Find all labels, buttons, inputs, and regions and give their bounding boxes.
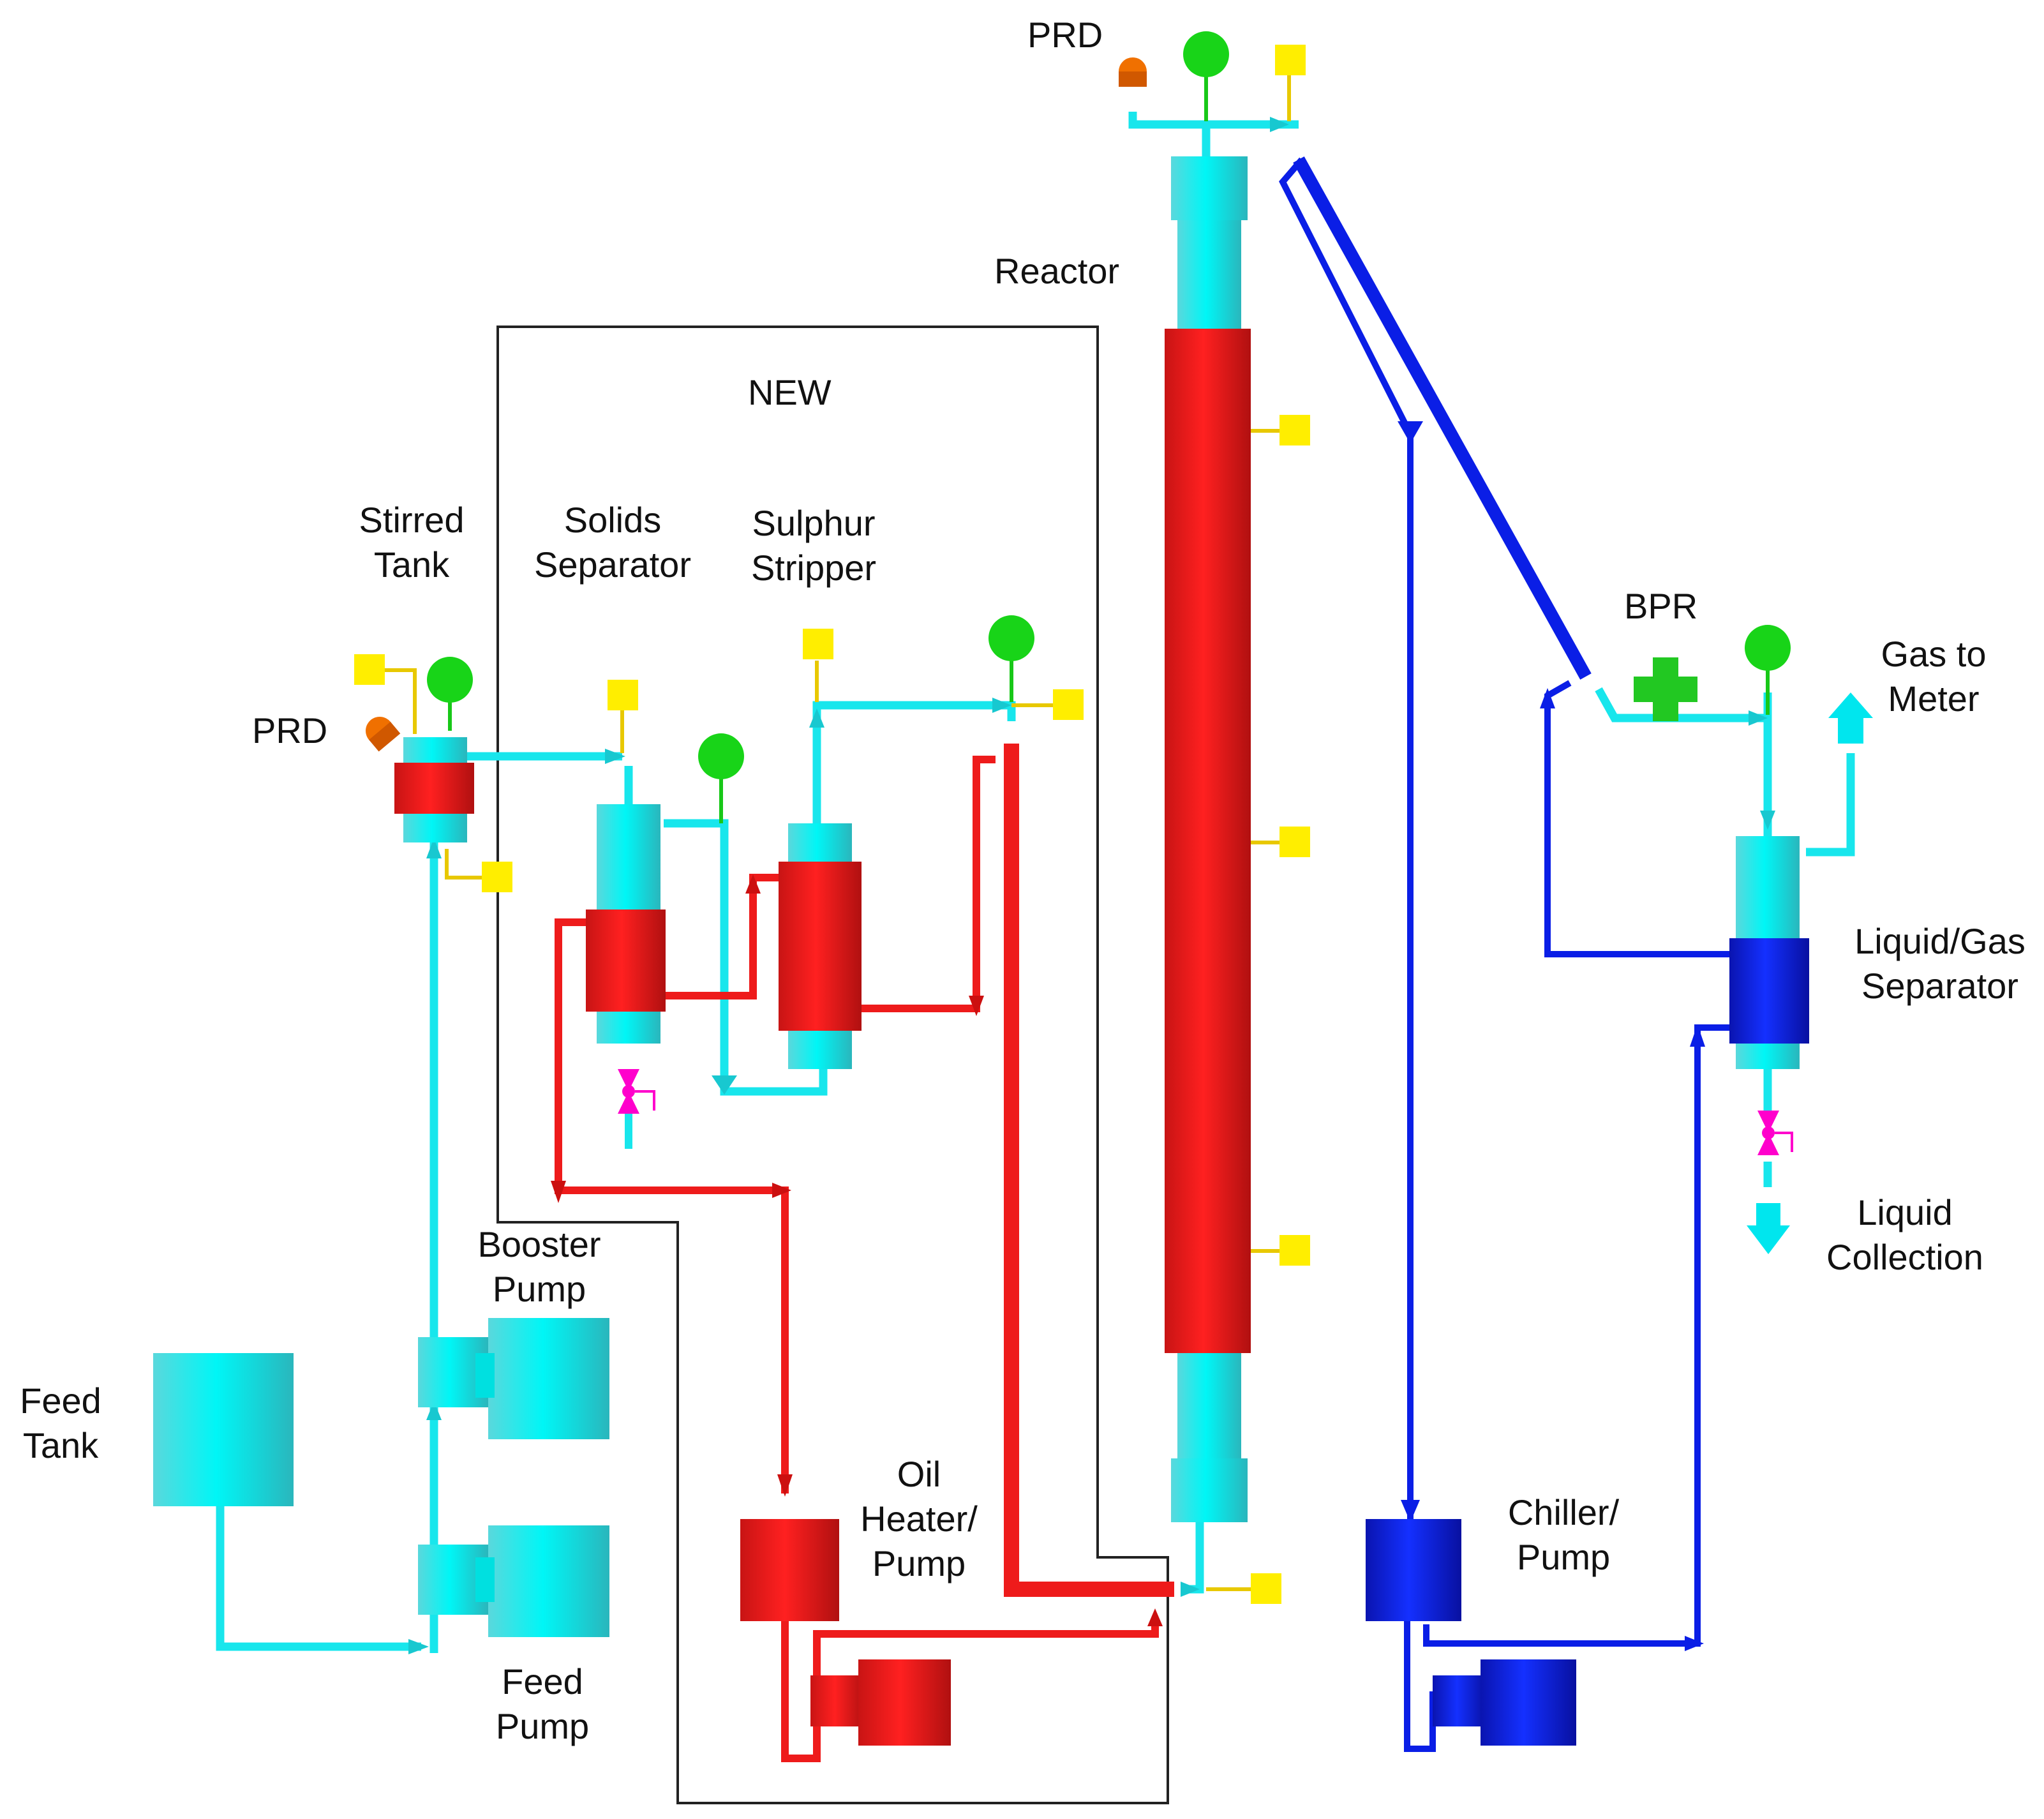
flow-arrow-icon	[745, 874, 761, 894]
flow-arrow-icon	[1181, 1582, 1200, 1597]
prd-icon	[366, 717, 401, 752]
pressure-gauge-icon	[698, 733, 744, 779]
sensor-icon	[608, 680, 638, 710]
feed-pump	[418, 1525, 609, 1637]
flow-arrow-icon	[1690, 1024, 1705, 1047]
sensor-icon	[1279, 1235, 1310, 1266]
solids-separator	[586, 804, 666, 1044]
flow-arrow-icon	[992, 698, 1011, 713]
gas-outlet-arrow-icon	[1828, 692, 1873, 744]
flow-arrow-icon	[1270, 117, 1289, 132]
flow-arrow-icon	[426, 838, 442, 858]
flow-arrow-icon	[969, 996, 984, 1016]
hot-oil-main-line	[1004, 744, 1174, 1597]
oil-pump	[810, 1659, 951, 1746]
prd-top-label: PRD	[1027, 15, 1103, 55]
sensor-icon	[354, 654, 385, 685]
sensor-icon	[1279, 415, 1310, 445]
flow-arrow-icon	[809, 708, 824, 728]
flow-arrow-icon	[605, 749, 625, 764]
flow-arrow-icon	[1760, 811, 1775, 830]
reactor-label: Reactor	[994, 251, 1120, 291]
sensor-icon	[803, 629, 833, 659]
sensor-icon	[1251, 1573, 1281, 1604]
chiller	[1366, 1519, 1461, 1621]
gauge-stems	[448, 70, 1770, 823]
flow-arrow-icon	[712, 1075, 737, 1095]
prd-icon	[1119, 57, 1147, 87]
hot-oil-arrows	[551, 874, 1163, 1626]
flow-arrow-icon	[1540, 688, 1555, 708]
flow-arrow-icon	[426, 1401, 442, 1420]
drain-valve-icon	[618, 1069, 655, 1149]
flow-arrow-icon	[1398, 421, 1423, 444]
sensor-icon	[1275, 45, 1306, 75]
drain-valve-icon	[1757, 1111, 1793, 1155]
flow-arrow-icon	[772, 1183, 791, 1198]
flow-arrow-icon	[1147, 1608, 1163, 1626]
flow-arrow-icon	[551, 1181, 566, 1203]
sensor-icon	[1279, 827, 1310, 857]
flow-arrow-icon	[1401, 1500, 1420, 1522]
reactor	[1165, 156, 1251, 1522]
pressure-gauge-icon	[988, 615, 1034, 661]
liquid-gas-separator	[1729, 836, 1809, 1069]
pressure-gauge-icon	[1745, 625, 1791, 671]
flow-arrow-icon	[1685, 1636, 1704, 1651]
process-lines	[216, 112, 1855, 1653]
new-section-boundary	[496, 326, 1169, 1804]
sensor-icons	[354, 45, 1310, 1604]
coolant-arrows	[1398, 421, 1705, 1651]
stirred-tank	[394, 737, 474, 842]
feed-tank	[153, 1353, 294, 1506]
sensor-icon	[1053, 689, 1084, 720]
coolant-return-line	[1293, 156, 1592, 680]
sulphur-stripper	[779, 823, 862, 1069]
oil-heater	[740, 1519, 839, 1621]
liquid-outlet-arrow-icon	[1747, 1203, 1790, 1254]
new-section-label: NEW	[748, 372, 832, 412]
pressure-gauge-icons	[427, 31, 1791, 779]
chiller-pump	[1433, 1659, 1576, 1746]
pressure-gauge-icon	[1183, 31, 1229, 77]
bpr-icon	[1634, 657, 1697, 721]
sensor-icon	[482, 862, 512, 892]
sensor-leads	[373, 67, 1291, 1591]
pressure-gauge-icon	[427, 657, 473, 703]
flow-arrow-icon	[777, 1474, 793, 1497]
bpr-label: BPR	[1624, 586, 1698, 626]
process-flow-arrows	[408, 117, 1775, 1654]
chiller-pump-label: Chiller/Pump	[1507, 1492, 1620, 1577]
coolant-lines	[1279, 157, 1729, 1752]
flow-arrow-icon	[1749, 710, 1768, 726]
prd-left-label: PRD	[252, 710, 328, 751]
booster-pump	[418, 1318, 609, 1439]
flow-arrow-icon	[408, 1639, 429, 1654]
